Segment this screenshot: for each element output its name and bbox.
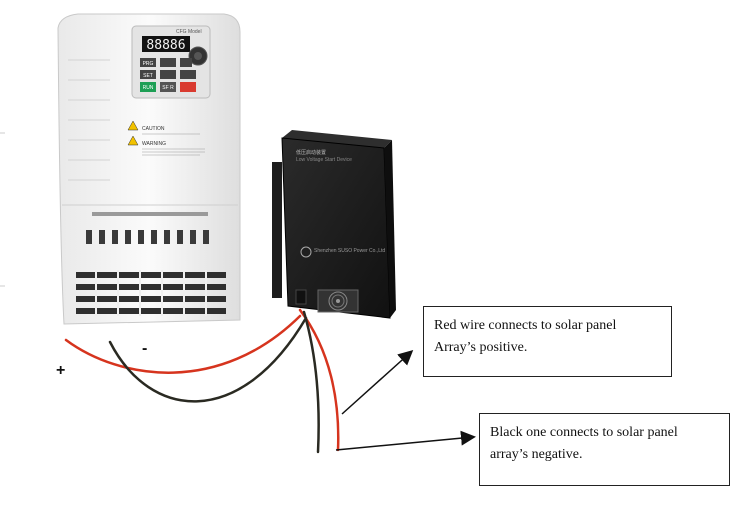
lower-vents	[76, 272, 226, 314]
arrow-black	[335, 430, 476, 451]
key-row-1: PRG	[140, 58, 192, 67]
led-display	[142, 36, 190, 52]
callout-black-wire: Black one connects to solar panel array’…	[479, 413, 730, 486]
fan-icon	[317, 289, 359, 313]
booster-brand: Shenzhen SUSO Power Co.,Ltd	[314, 248, 385, 254]
upper-vents	[86, 230, 209, 244]
caution-title: CAUTION	[142, 126, 165, 132]
display-digits: 88886	[146, 38, 185, 53]
arrow-red	[341, 349, 414, 415]
logo-icon	[300, 246, 312, 258]
warning-title: WARNING	[142, 141, 166, 147]
booster-title: 低压启动装置	[296, 149, 326, 156]
key-row-2: SET	[140, 70, 196, 79]
red-wire-inverter	[64, 314, 302, 374]
model-label: CFG Model	[176, 29, 202, 35]
black-wire-inverter	[108, 316, 308, 403]
booster-box: 低压启动装置 Low Voltage Start Device Shenzhen…	[272, 130, 396, 319]
booster-subtitle: Low Voltage Start Device	[296, 157, 352, 163]
key-prg: PRG	[143, 61, 154, 67]
caution-label: CAUTION WARNING	[127, 120, 205, 156]
key-row-3: RUN SF R	[140, 82, 196, 92]
warning-triangle-icon	[127, 120, 139, 131]
wires	[64, 308, 340, 454]
inverter: 88886 CFG Model PRG SET RUN SF R CAUTION	[57, 13, 241, 325]
red-wire-panel	[298, 308, 340, 452]
warning-triangle-icon	[127, 135, 139, 146]
plus-label: +	[56, 362, 66, 379]
black-wire-panel	[302, 310, 320, 454]
key-sfr: SF R	[162, 85, 174, 91]
callout-red-wire: Red wire connects to solar panel Array’s…	[423, 306, 672, 377]
minus-label: -	[142, 340, 148, 357]
key-run: RUN	[143, 85, 154, 91]
key-set: SET	[143, 73, 153, 79]
